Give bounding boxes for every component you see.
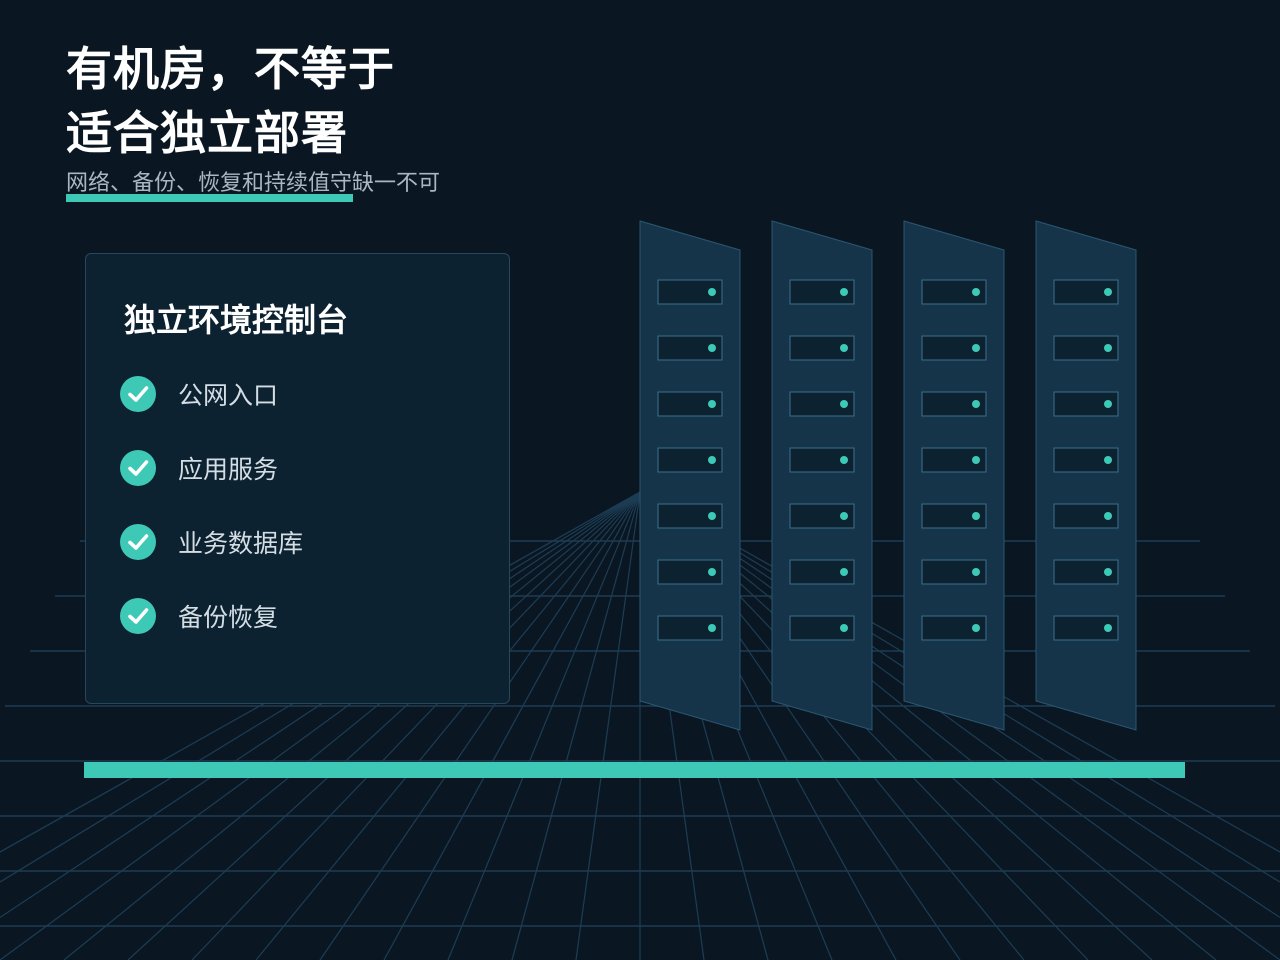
status-led-icon bbox=[1104, 288, 1112, 296]
server-unit-icon bbox=[789, 615, 855, 641]
status-led-icon bbox=[972, 456, 980, 464]
server-unit-icon bbox=[789, 447, 855, 473]
server-rack-icon bbox=[903, 220, 1005, 731]
server-unit-icon bbox=[789, 335, 855, 361]
page-title-line-1: 有机房，不等于 bbox=[66, 42, 395, 96]
server-racks bbox=[639, 220, 1137, 731]
server-unit-icon bbox=[657, 279, 723, 305]
status-led-icon bbox=[972, 512, 980, 520]
status-led-icon bbox=[708, 456, 716, 464]
panel-title: 独立环境控制台 bbox=[124, 301, 349, 339]
server-rack-icon bbox=[639, 220, 741, 731]
feature-label: 业务数据库 bbox=[178, 529, 304, 558]
status-led-icon bbox=[840, 568, 848, 576]
status-led-icon bbox=[972, 400, 980, 408]
feature-item-public-entry: 公网入口 bbox=[120, 376, 480, 416]
status-led-icon bbox=[708, 400, 716, 408]
server-unit-icon bbox=[921, 503, 987, 529]
server-rack-icon bbox=[1035, 220, 1137, 731]
grid-line bbox=[63, 491, 641, 960]
server-unit-icon bbox=[921, 391, 987, 417]
grid-line bbox=[639, 491, 1280, 960]
status-led-icon bbox=[840, 288, 848, 296]
server-unit-icon bbox=[657, 559, 723, 585]
grid-line bbox=[0, 491, 641, 960]
subtitle-underline bbox=[66, 194, 353, 202]
server-unit-icon bbox=[657, 447, 723, 473]
status-led-icon bbox=[708, 568, 716, 576]
page-title-line-2: 适合独立部署 bbox=[66, 106, 348, 160]
status-led-icon bbox=[840, 344, 848, 352]
server-unit-icon bbox=[1053, 559, 1119, 585]
status-led-icon bbox=[972, 288, 980, 296]
status-led-icon bbox=[840, 624, 848, 632]
status-led-icon bbox=[1104, 456, 1112, 464]
grid-line bbox=[639, 491, 1280, 883]
feature-label: 应用服务 bbox=[178, 455, 279, 484]
server-unit-icon bbox=[921, 559, 987, 585]
status-led-icon bbox=[1104, 568, 1112, 576]
status-led-icon bbox=[1104, 344, 1112, 352]
console-panel: 独立环境控制台 公网入口 应用服务 业务数据库 备份恢复 bbox=[85, 253, 510, 704]
page-subtitle: 网络、备份、恢复和持续值守缺一不可 bbox=[66, 171, 441, 196]
grid-line bbox=[127, 491, 641, 960]
feature-label: 公网入口 bbox=[178, 381, 279, 410]
server-unit-icon bbox=[657, 335, 723, 361]
grid-line bbox=[319, 491, 641, 960]
status-led-icon bbox=[972, 624, 980, 632]
status-led-icon bbox=[840, 456, 848, 464]
server-unit-icon bbox=[1053, 391, 1119, 417]
server-unit-icon bbox=[921, 335, 987, 361]
server-rack-icon bbox=[771, 220, 873, 731]
status-led-icon bbox=[840, 400, 848, 408]
check-circle-icon bbox=[120, 598, 156, 634]
status-led-icon bbox=[840, 512, 848, 520]
grid-line bbox=[191, 491, 641, 960]
status-led-icon bbox=[1104, 624, 1112, 632]
server-unit-icon bbox=[657, 503, 723, 529]
server-unit-slot bbox=[1053, 391, 1119, 417]
status-led-icon bbox=[708, 512, 716, 520]
grid-line bbox=[447, 491, 641, 960]
server-unit-icon bbox=[1053, 335, 1119, 361]
feature-label: 备份恢复 bbox=[178, 603, 279, 632]
status-led-icon bbox=[1104, 512, 1112, 520]
grid-line bbox=[575, 491, 641, 960]
check-circle-icon bbox=[120, 524, 156, 560]
feature-item-backup-recovery: 备份恢复 bbox=[120, 598, 480, 638]
server-unit-icon bbox=[657, 615, 723, 641]
grid-line bbox=[0, 491, 641, 919]
server-unit-icon bbox=[921, 279, 987, 305]
server-unit-icon bbox=[789, 391, 855, 417]
grid-line bbox=[511, 491, 641, 960]
status-led-icon bbox=[708, 288, 716, 296]
server-unit-icon bbox=[657, 391, 723, 417]
check-circle-icon bbox=[120, 450, 156, 486]
status-led-icon bbox=[1104, 400, 1112, 408]
server-unit-icon bbox=[921, 447, 987, 473]
grid-line bbox=[383, 491, 641, 960]
server-unit-slot bbox=[1053, 559, 1119, 585]
accent-bar bbox=[84, 762, 1185, 778]
server-unit-icon bbox=[1053, 615, 1119, 641]
server-unit-icon bbox=[789, 279, 855, 305]
server-unit-icon bbox=[1053, 503, 1119, 529]
server-unit-icon bbox=[1053, 279, 1119, 305]
server-unit-icon bbox=[789, 503, 855, 529]
server-unit-icon bbox=[921, 615, 987, 641]
status-led-icon bbox=[708, 344, 716, 352]
status-led-icon bbox=[708, 624, 716, 632]
grid-line bbox=[0, 491, 641, 883]
server-unit-icon bbox=[789, 559, 855, 585]
feature-item-business-database: 业务数据库 bbox=[120, 524, 480, 564]
feature-item-app-service: 应用服务 bbox=[120, 450, 480, 490]
server-unit-icon bbox=[1053, 447, 1119, 473]
grid-line bbox=[255, 491, 641, 960]
status-led-icon bbox=[972, 568, 980, 576]
check-circle-icon bbox=[120, 376, 156, 412]
status-led-icon bbox=[972, 344, 980, 352]
